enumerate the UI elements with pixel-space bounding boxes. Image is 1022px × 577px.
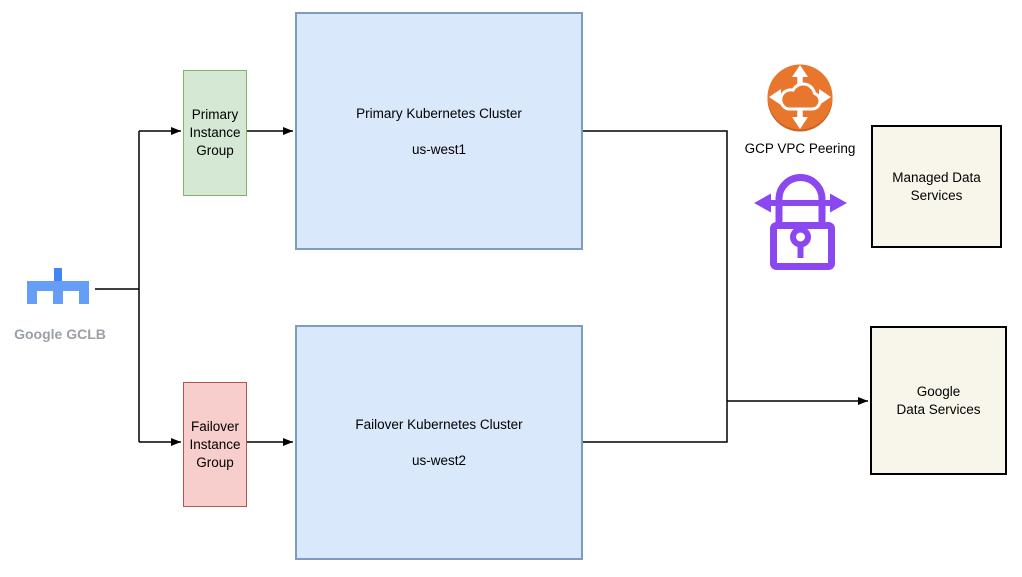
gclb-label: Google GCLB <box>14 326 106 342</box>
failover-cluster-title: Failover Kubernetes Cluster <box>355 417 523 432</box>
google-data-services-node: Google Data Services <box>870 326 1007 475</box>
primary-instance-group-label: Primary Instance Group <box>189 107 241 158</box>
vpc-peering-label: GCP VPC Peering <box>744 141 856 156</box>
failover-instance-group-label: Failover Instance Group <box>189 418 241 470</box>
managed-data-services-node: Managed Data Services <box>871 125 1002 248</box>
failover-kubernetes-cluster-node: Failover Kubernetes Cluster us-west2 <box>295 325 583 560</box>
primary-kubernetes-cluster-node: Primary Kubernetes Cluster us-west1 <box>295 12 583 250</box>
failover-instance-group-node: Failover Instance Group <box>183 382 247 507</box>
load-balancer-icon <box>22 248 98 324</box>
primary-instance-group-node: Primary Instance Group <box>183 70 247 196</box>
edge-gclb-split <box>95 131 140 442</box>
lock-bidirectional-arrows-icon <box>754 174 847 270</box>
primary-cluster-title: Primary Kubernetes Cluster <box>356 105 522 121</box>
edge-clusters-merge <box>583 130 728 443</box>
google-data-services-label: Google Data Services <box>896 383 981 417</box>
managed-data-services-label: Managed Data Services <box>892 169 981 203</box>
failover-cluster-region: us-west2 <box>411 453 467 468</box>
vpc-peering-icon <box>767 64 833 132</box>
primary-cluster-region: us-west1 <box>411 141 467 157</box>
